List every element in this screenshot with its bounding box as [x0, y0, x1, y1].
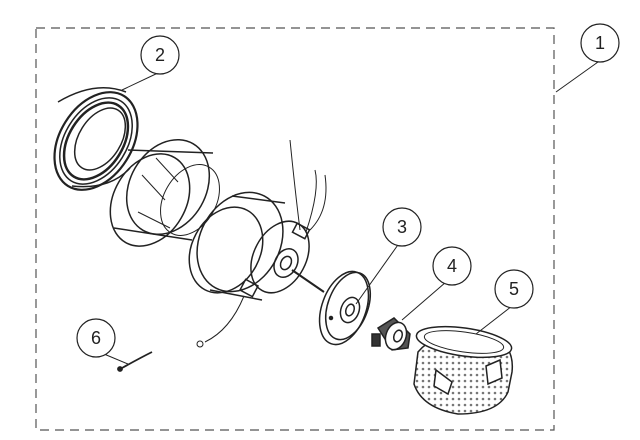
callout-1: 1 [580, 23, 620, 63]
leader-lines [103, 61, 599, 365]
motor-body-part [188, 139, 327, 348]
callout-4-label: 4 [447, 256, 457, 276]
callout-1-label: 1 [595, 33, 605, 53]
callout-5: 5 [494, 269, 534, 309]
callout-4: 4 [432, 246, 472, 286]
front-ring-part [53, 87, 139, 191]
callout-3-label: 3 [397, 217, 407, 237]
callout-5-label: 5 [509, 279, 519, 299]
assembly-boundary [35, 27, 555, 431]
wire-part [117, 351, 153, 372]
callout-2: 2 [140, 35, 180, 75]
disc-part [318, 270, 372, 346]
callout-2-label: 2 [155, 45, 165, 65]
filter-sleeve-part [413, 325, 514, 415]
callout-6: 6 [76, 318, 116, 358]
callout-3: 3 [382, 207, 422, 247]
cylinder-housing-part [109, 138, 220, 247]
callout-6-label: 6 [91, 328, 101, 348]
fan-hub-part [371, 317, 411, 351]
